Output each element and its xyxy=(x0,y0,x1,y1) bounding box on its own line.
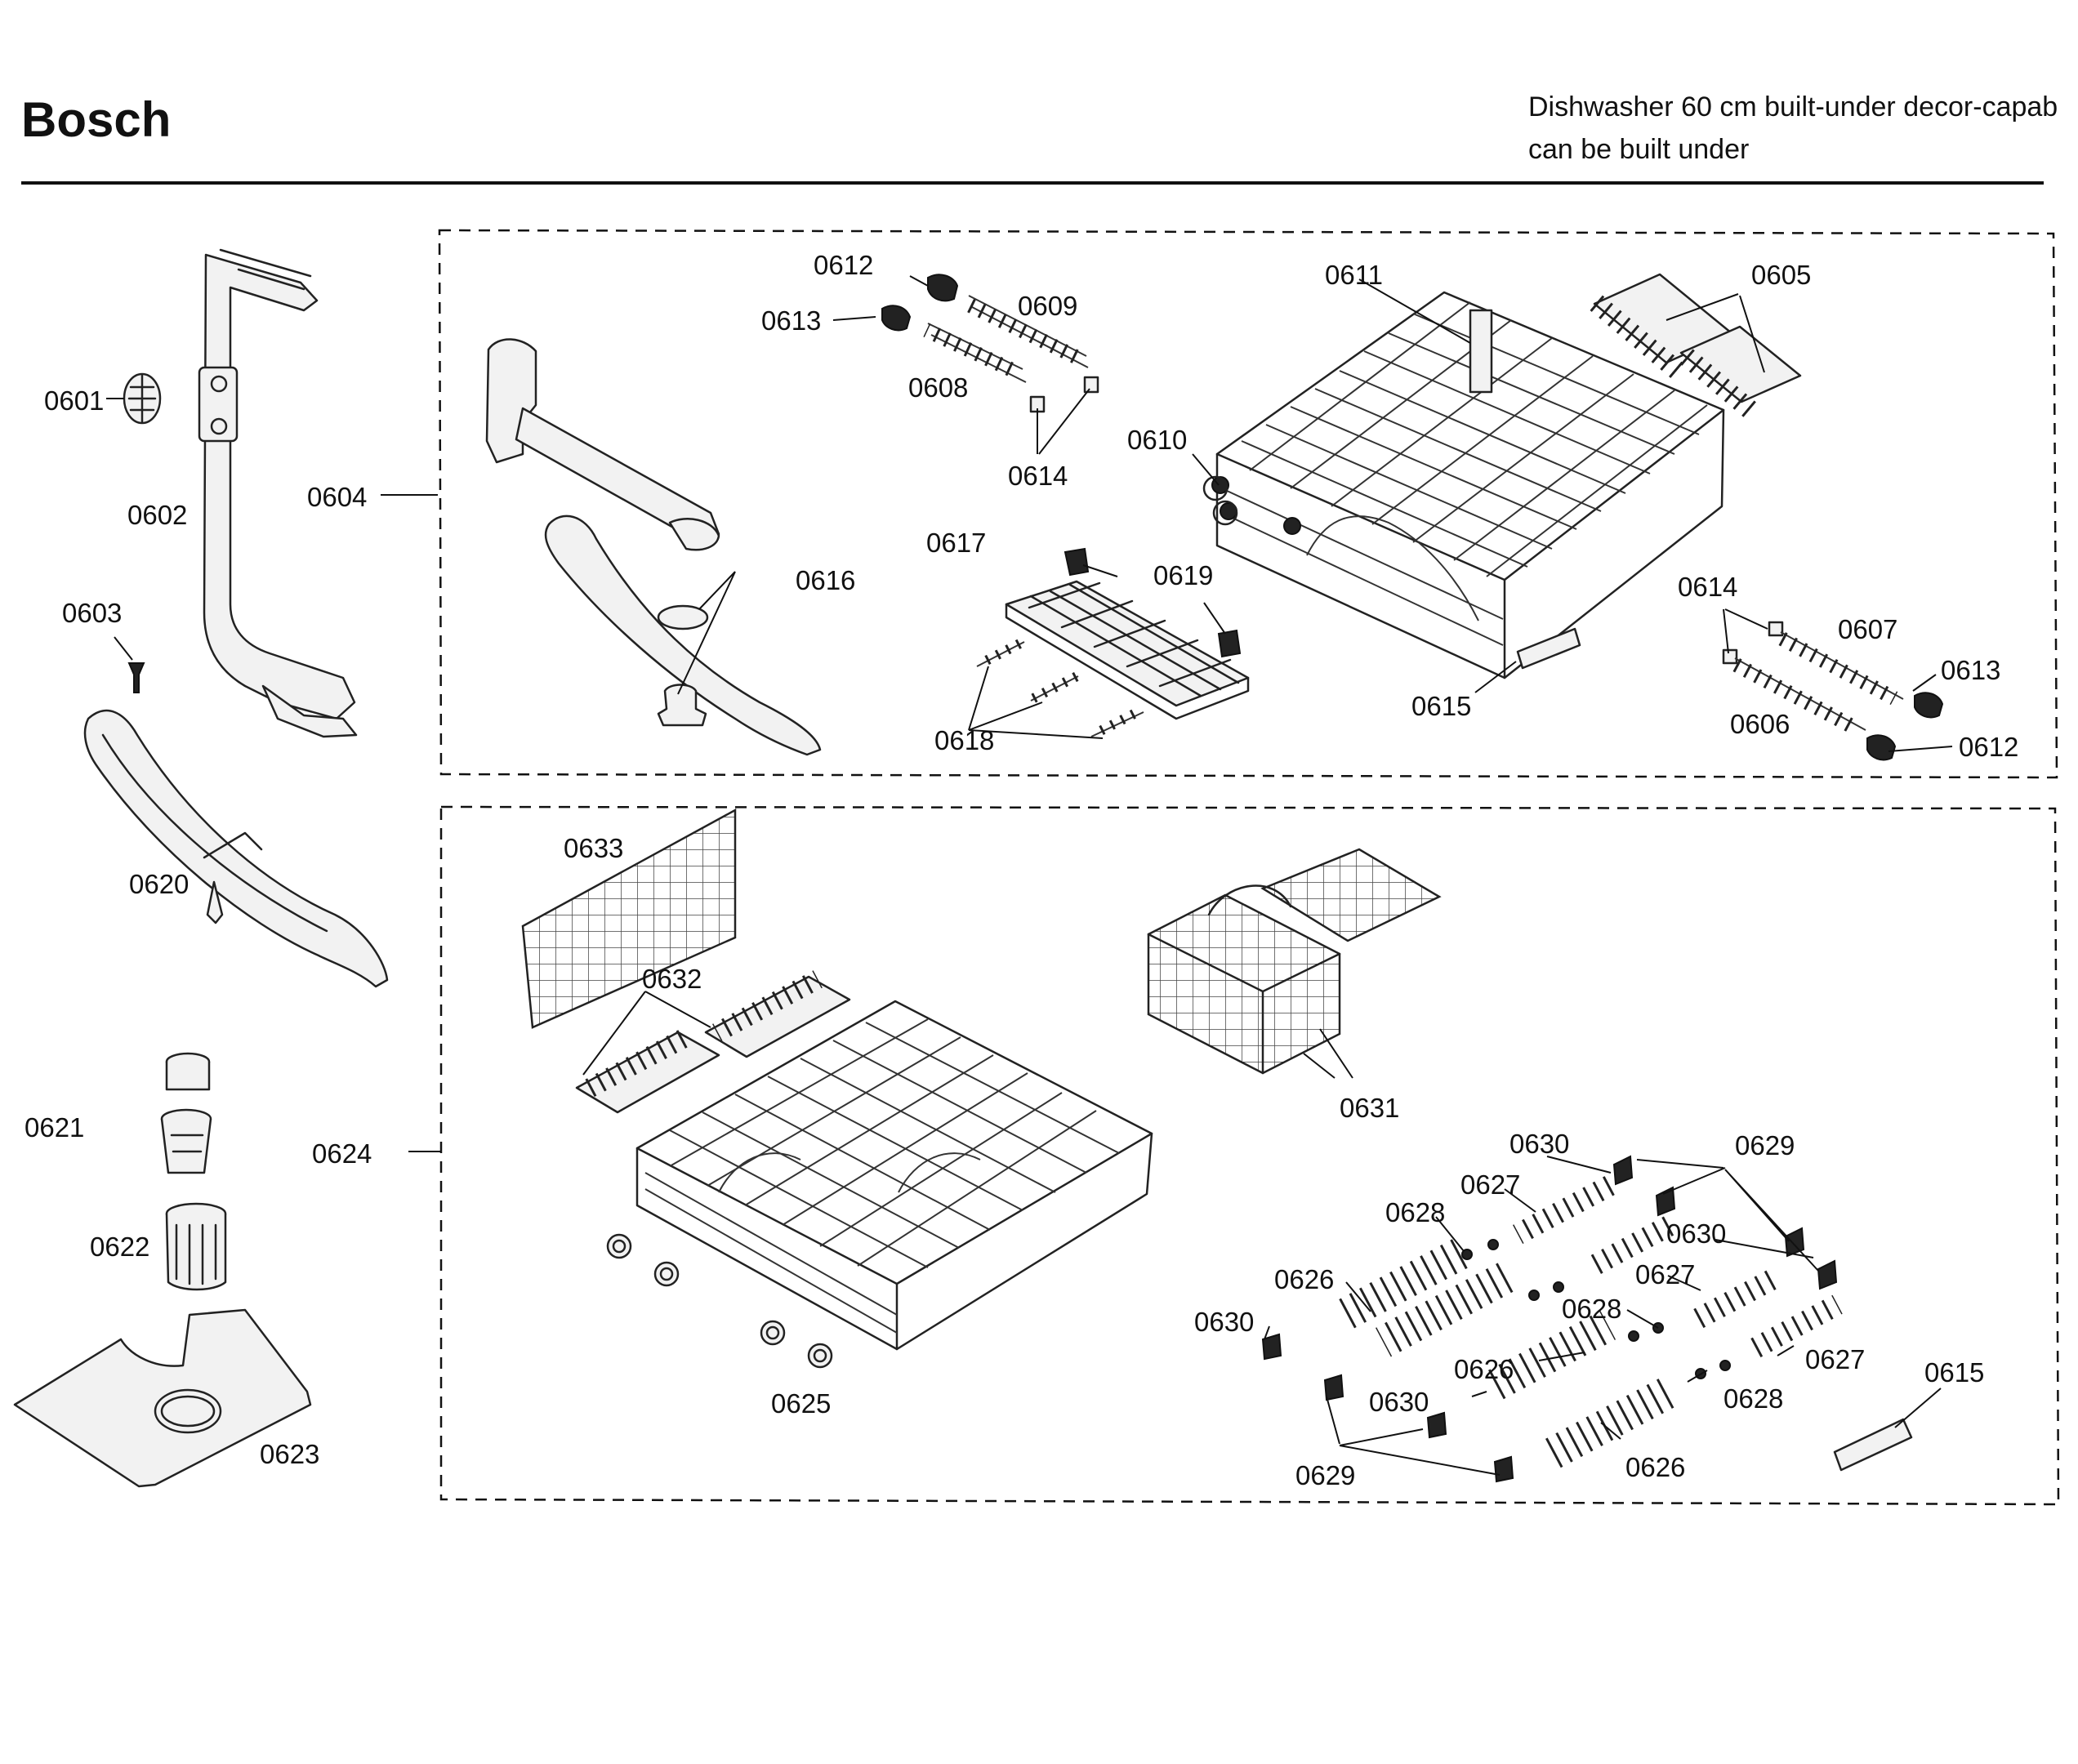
clips-0629-0630 xyxy=(1261,1155,1838,1483)
label-0618: 0618 xyxy=(934,725,994,755)
model-description-line1: Dishwasher 60 cm built-under decor-capab xyxy=(1528,91,2058,122)
label-0626-c: 0626 xyxy=(1625,1452,1685,1482)
label-0614-right: 0614 xyxy=(1678,572,1737,602)
tine-rows-0626 xyxy=(1331,1238,1680,1470)
label-0630-c: 0630 xyxy=(1194,1307,1254,1337)
lower-spray-arm-0620 xyxy=(83,709,389,988)
label-0607: 0607 xyxy=(1838,614,1897,644)
label-0619: 0619 xyxy=(1153,560,1213,590)
label-0633: 0633 xyxy=(564,833,623,863)
fine-filter-0622 xyxy=(165,1202,227,1291)
label-0628-b: 0628 xyxy=(1562,1294,1621,1324)
label-0628-a: 0628 xyxy=(1385,1197,1445,1227)
label-0614-top: 0614 xyxy=(1008,461,1068,491)
label-0615-top: 0615 xyxy=(1411,691,1471,721)
label-0615-lower: 0615 xyxy=(1924,1357,1984,1388)
lower-basket-0624 xyxy=(635,1000,1153,1351)
cup-shelf-0617 xyxy=(1005,580,1250,720)
label-0613-top: 0613 xyxy=(761,305,821,336)
lower-basket-group-outline xyxy=(439,805,2060,1506)
tine-inserts-0605 xyxy=(1588,273,1802,423)
water-feed-pipe-0602 xyxy=(198,248,358,738)
tine-rows-0627 xyxy=(1513,1174,1843,1361)
shelf-spikes-0618 xyxy=(976,637,1144,739)
model-description-line2: can be built under xyxy=(1528,134,1750,165)
label-0613-right: 0613 xyxy=(1941,655,2000,685)
label-0611: 0611 xyxy=(1325,260,1383,290)
label-0606: 0606 xyxy=(1730,709,1790,739)
part-labels: 0601 0602 0603 0604 0620 0621 0622 0623 … xyxy=(25,250,2018,1490)
label-0632: 0632 xyxy=(642,964,702,994)
brand-name: Bosch xyxy=(21,92,172,147)
screw-0603 xyxy=(127,662,145,693)
label-0610: 0610 xyxy=(1127,425,1187,455)
folding-inserts-0632 xyxy=(575,970,851,1114)
pins-0628 xyxy=(1461,1239,1731,1379)
label-0617: 0617 xyxy=(926,528,986,558)
label-0620: 0620 xyxy=(129,869,189,899)
label-0602: 0602 xyxy=(127,500,187,530)
rack-roller-0613-upper xyxy=(881,305,912,332)
label-0630-d: 0630 xyxy=(1369,1387,1429,1417)
spray-nozzle-0601 xyxy=(123,372,162,425)
label-0627-b: 0627 xyxy=(1635,1259,1695,1290)
label-0612-top: 0612 xyxy=(814,250,873,280)
basket-rollers-0610 xyxy=(1202,475,1238,526)
label-0623: 0623 xyxy=(260,1439,319,1469)
label-0629-b: 0629 xyxy=(1295,1460,1355,1490)
grid-insert-0633 xyxy=(521,808,737,1029)
shelf-clips-0619 xyxy=(1064,547,1242,658)
basket-handle-0615-upper xyxy=(1516,627,1581,670)
label-0603: 0603 xyxy=(62,598,122,628)
rack-roller-0613-right xyxy=(1914,692,1944,719)
upper-basket-group-outline xyxy=(438,229,2058,779)
upper-spray-arm-0616 xyxy=(485,338,822,756)
label-0631: 0631 xyxy=(1340,1093,1399,1123)
label-0629-a: 0629 xyxy=(1735,1130,1795,1160)
label-0627-c: 0627 xyxy=(1805,1344,1865,1374)
label-0608: 0608 xyxy=(908,372,968,403)
rack-roller-0612-right xyxy=(1866,734,1897,761)
basket-wheels-0625 xyxy=(606,1233,833,1369)
header-rule xyxy=(21,181,2044,185)
cutlery-basket-0631 xyxy=(1147,848,1442,1075)
label-0626-b: 0626 xyxy=(1454,1354,1514,1384)
cup-shelf-0606-0607 xyxy=(1722,621,1904,735)
leader-lines xyxy=(106,275,1953,1476)
label-0626-a: 0626 xyxy=(1274,1264,1334,1294)
micro-filter-0621 xyxy=(160,1052,212,1174)
basket-handle-0615-lower xyxy=(1833,1418,1913,1472)
label-0630-a: 0630 xyxy=(1509,1129,1569,1159)
label-0616: 0616 xyxy=(796,565,855,595)
label-0630-b: 0630 xyxy=(1666,1218,1726,1249)
label-0601: 0601 xyxy=(44,385,104,416)
label-0605: 0605 xyxy=(1751,260,1811,290)
label-0622: 0622 xyxy=(90,1232,149,1262)
label-0628-c: 0628 xyxy=(1723,1383,1783,1414)
label-0612-right: 0612 xyxy=(1959,732,2018,762)
rack-roller-0612-upper xyxy=(927,274,959,302)
label-0624: 0624 xyxy=(312,1138,372,1169)
label-0625: 0625 xyxy=(771,1388,831,1419)
label-0627-a: 0627 xyxy=(1460,1169,1520,1200)
label-0621: 0621 xyxy=(25,1112,84,1143)
label-0609: 0609 xyxy=(1018,291,1077,321)
label-0604: 0604 xyxy=(307,482,367,512)
filter-plate-0623 xyxy=(13,1308,312,1488)
cup-shelf-0608-0609 xyxy=(923,295,1099,413)
